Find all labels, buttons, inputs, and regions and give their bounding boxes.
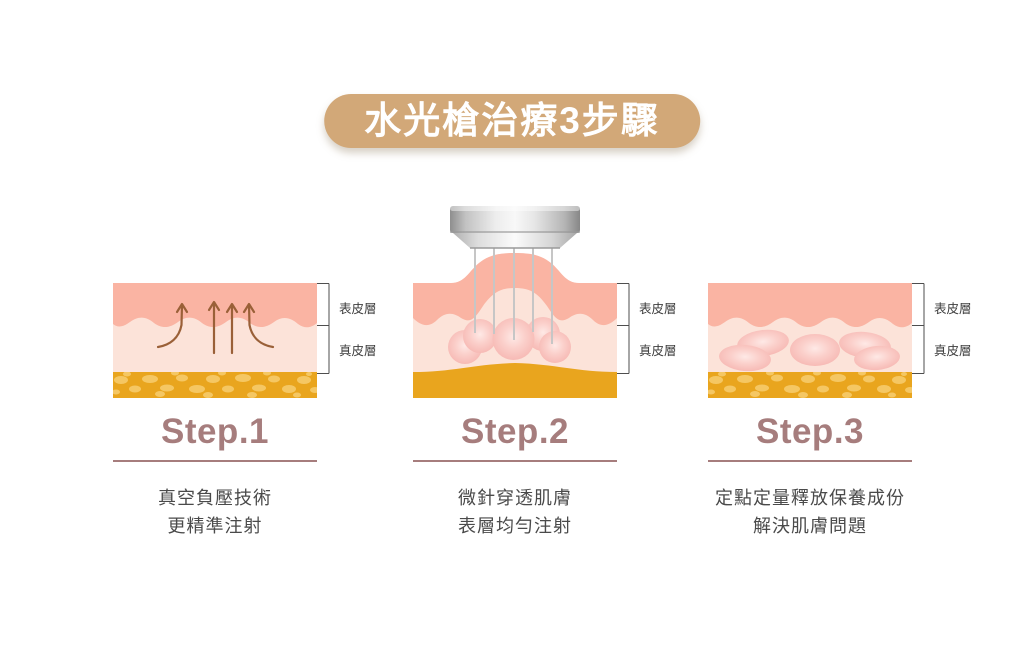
step2-title: Step.2 — [460, 412, 570, 451]
layer-bracket — [617, 283, 630, 374]
step1-description: 真空負壓技術 更精準注射 — [85, 484, 345, 540]
released-serum-droplets — [719, 329, 900, 372]
step1-divider — [113, 460, 317, 462]
skin-diagram-step2 — [413, 206, 617, 398]
microneedles-icon — [474, 247, 553, 344]
dermis-label: 真皮層 — [934, 344, 972, 358]
title-badge: 水光槍治療3步驟 — [324, 94, 700, 148]
step3-desc-line1: 定點定量釋放保養成份 — [715, 488, 905, 508]
step3-column: 表皮層 真皮層 Step.3 定點定量釋放保養成份 解決肌膚問題 — [708, 200, 972, 550]
layer-bracket — [912, 283, 925, 374]
dermis-label: 真皮層 — [639, 344, 677, 358]
fat-layer — [413, 363, 617, 398]
step1-title: Step.1 — [160, 412, 270, 451]
step1-column: 表皮層 真皮層 Step.1 真空負壓技術 更精準注射 — [113, 200, 377, 550]
epidermis-layer — [413, 253, 617, 326]
injector-device-icon — [450, 206, 580, 249]
step3-desc-line2: 解決肌膚問題 — [753, 516, 867, 536]
step2-divider — [413, 460, 617, 462]
skin-diagram-step3 — [708, 283, 912, 398]
step3-title: Step.3 — [755, 412, 865, 451]
epidermis-label: 表皮層 — [339, 302, 377, 316]
step2-desc-line1: 微針穿透肌膚 — [458, 488, 572, 508]
epidermis-label: 表皮層 — [639, 302, 677, 316]
epidermis-label: 表皮層 — [934, 302, 972, 316]
skin-diagram-step1 — [113, 283, 317, 398]
serum-droplets — [448, 317, 571, 364]
suction-arrows-icon — [156, 300, 275, 355]
step2-desc-line2: 表層均勻注射 — [458, 516, 572, 536]
layer-bracket — [317, 283, 330, 374]
page-title: 水光槍治療3步驟 — [364, 100, 660, 141]
step1-desc-line2: 更精準注射 — [167, 516, 263, 536]
step1-desc-line1: 真空負壓技術 — [158, 488, 272, 508]
step3-description: 定點定量釋放保養成份 解決肌膚問題 — [680, 484, 940, 540]
step2-column: 表皮層 真皮層 Step.2 微針穿透肌膚 表層均勻注射 — [413, 200, 677, 550]
dermis-label: 真皮層 — [339, 344, 377, 358]
step2-description: 微針穿透肌膚 表層均勻注射 — [385, 484, 645, 540]
step3-divider — [708, 460, 912, 462]
